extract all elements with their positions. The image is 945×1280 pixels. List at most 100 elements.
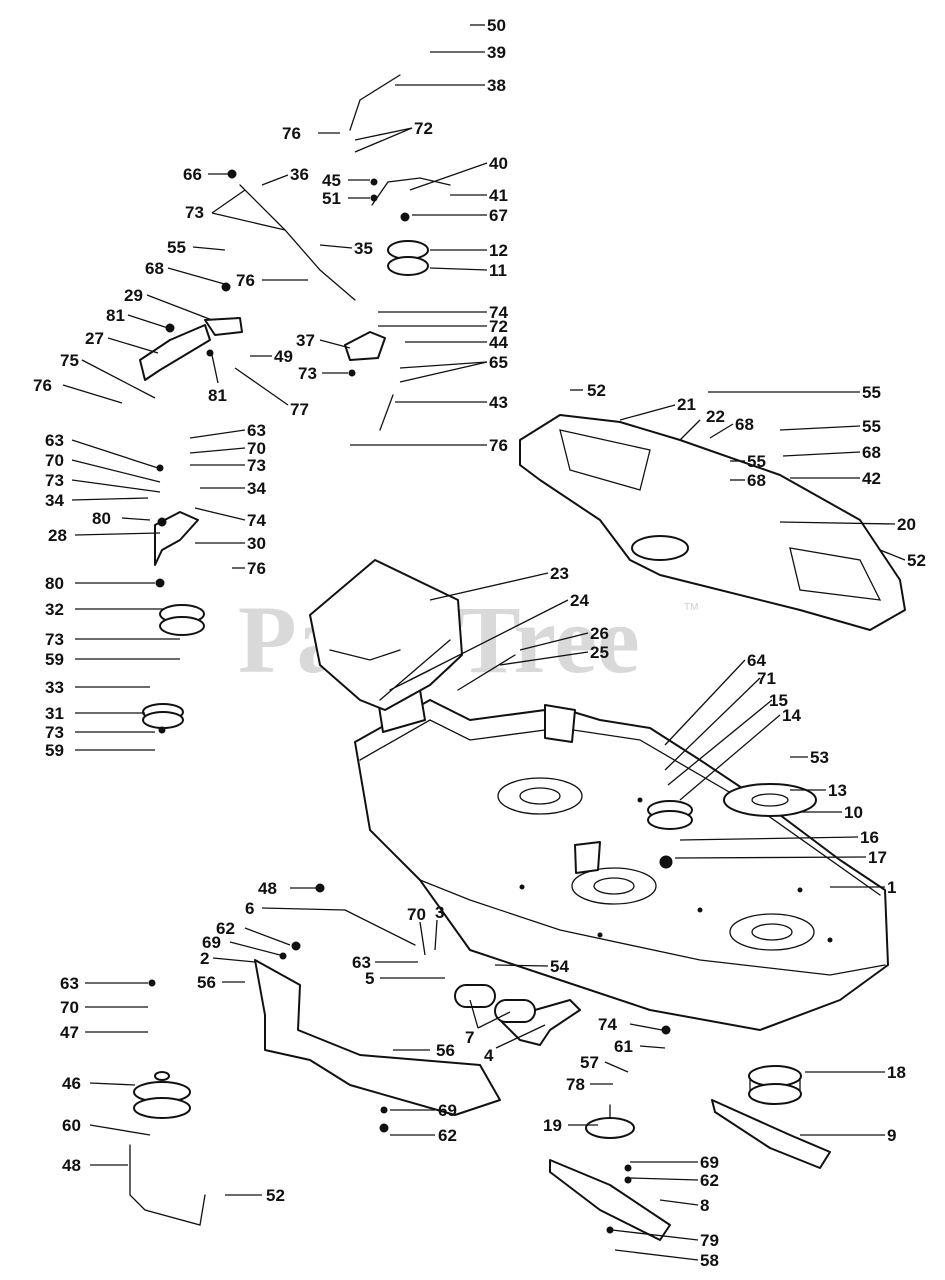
callout-74: 74	[598, 1015, 617, 1034]
callout-5: 5	[365, 969, 374, 988]
callout-48: 48	[62, 1156, 81, 1175]
part-pulley-32	[159, 604, 205, 636]
callout-27: 27	[85, 329, 104, 348]
callout-47: 47	[60, 1023, 79, 1042]
hardware-markers	[148, 169, 673, 1234]
callout-7: 7	[465, 1028, 474, 1047]
callout-70: 70	[45, 451, 64, 470]
callout-51: 51	[322, 189, 341, 208]
callout-49: 49	[274, 347, 293, 366]
part-bracket-29	[204, 317, 243, 336]
callout-72: 72	[489, 317, 508, 336]
callout-18: 18	[887, 1063, 906, 1082]
part-lever-27	[139, 324, 211, 381]
callout-50: 50	[487, 16, 506, 35]
callout-21: 21	[677, 395, 696, 414]
callout-70: 70	[407, 905, 426, 924]
callout-79: 79	[700, 1231, 719, 1250]
part-rod-25	[457, 654, 516, 691]
part-bracket-4	[499, 999, 581, 1046]
part-rod-6	[344, 909, 416, 946]
callout-76: 76	[247, 559, 266, 578]
callout-22: 22	[706, 407, 725, 426]
callout-41: 41	[489, 186, 508, 205]
callout-73: 73	[298, 364, 317, 383]
callout-63: 63	[247, 421, 266, 440]
callout-75: 75	[60, 351, 79, 370]
callout-3: 3	[435, 903, 444, 922]
callout-53: 53	[810, 748, 829, 767]
callout-52: 52	[907, 551, 926, 570]
callout-11: 11	[489, 261, 507, 280]
callout-31: 31	[45, 704, 64, 723]
callout-23: 23	[550, 564, 569, 583]
callout-12: 12	[489, 241, 508, 260]
callout-80: 80	[45, 574, 64, 593]
part-rod-43	[379, 394, 394, 431]
part-rod-35-36	[239, 184, 356, 301]
callout-44: 44	[489, 333, 508, 352]
callout-38: 38	[487, 76, 506, 95]
callout-69: 69	[202, 933, 221, 952]
part-bracket-37	[344, 331, 386, 361]
callout-9: 9	[887, 1126, 896, 1145]
callout-76: 76	[33, 376, 52, 395]
callout-73: 73	[45, 471, 64, 490]
callout-73: 73	[247, 456, 266, 475]
callout-33: 33	[45, 678, 64, 697]
part-deck-housing	[354, 689, 889, 1031]
callout-71: 71	[757, 669, 776, 688]
part-bracket-28	[154, 511, 199, 566]
callout-1: 1	[887, 878, 896, 897]
callout-6: 6	[245, 899, 254, 918]
callout-76: 76	[282, 124, 301, 143]
part-bracket-40	[371, 177, 451, 206]
part-deck-cover	[519, 414, 906, 631]
callout-32: 32	[45, 600, 64, 619]
callout-70: 70	[60, 998, 79, 1017]
callout-63: 63	[45, 431, 64, 450]
callout-labels: 50 39 38 76 72 66 36 45 40 73 51 41 67 5…	[33, 16, 926, 1270]
callout-2: 2	[200, 949, 209, 968]
callout-69: 69	[438, 1101, 457, 1120]
callout-54: 54	[550, 957, 569, 976]
part-pulley-31	[142, 703, 184, 729]
callout-20: 20	[897, 515, 916, 534]
callout-34: 34	[247, 479, 266, 498]
part-rod-38	[349, 74, 401, 131]
part-spindle-19	[585, 1104, 635, 1139]
callout-68: 68	[145, 259, 164, 278]
callout-68: 68	[735, 415, 754, 434]
callout-46: 46	[62, 1074, 81, 1093]
callout-74: 74	[489, 303, 508, 322]
callout-81: 81	[208, 386, 227, 405]
callout-55: 55	[167, 238, 186, 257]
callout-14: 14	[782, 706, 801, 725]
callout-72: 72	[414, 119, 433, 138]
callout-29: 29	[124, 286, 143, 305]
callout-67: 67	[489, 206, 508, 225]
part-rollers-7	[454, 984, 536, 1023]
callout-61: 61	[614, 1037, 633, 1056]
callout-24: 24	[570, 591, 589, 610]
callout-13: 13	[828, 781, 847, 800]
callout-81: 81	[106, 306, 125, 325]
part-idler-arm	[254, 959, 501, 1116]
callout-74: 74	[247, 511, 266, 530]
callout-56: 56	[436, 1041, 455, 1060]
part-blade-8	[549, 1159, 671, 1241]
callout-80: 80	[92, 509, 111, 528]
callout-10: 10	[844, 803, 863, 822]
callout-78: 78	[566, 1075, 585, 1094]
callout-76: 76	[489, 436, 508, 455]
callout-68: 68	[862, 443, 881, 462]
callout-63: 63	[352, 953, 371, 972]
callout-59: 59	[45, 650, 64, 669]
callout-34: 34	[45, 491, 64, 510]
callout-73: 73	[45, 630, 64, 649]
callout-58: 58	[700, 1251, 719, 1270]
callout-55: 55	[862, 417, 881, 436]
callout-69: 69	[700, 1153, 719, 1172]
callout-66: 66	[183, 165, 202, 184]
